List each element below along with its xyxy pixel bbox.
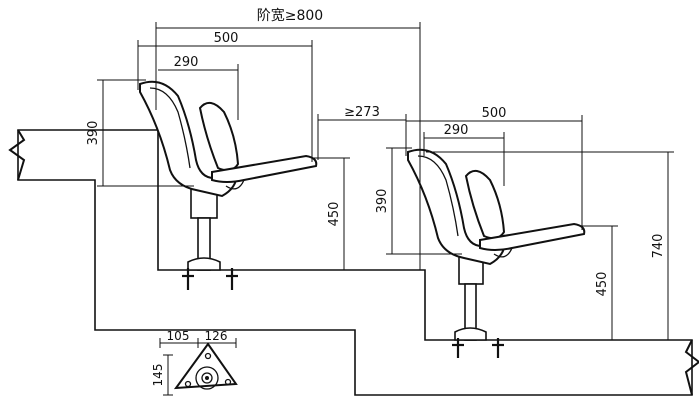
lower-seat-height-label: 450: [595, 272, 610, 297]
upper-seat-height-label: 450: [327, 202, 342, 227]
tread-width-label: 阶宽≥800: [257, 7, 323, 24]
upper-back-depth-label: 290: [174, 55, 199, 70]
upper-back-height-label: 390: [86, 121, 101, 146]
lower-seat: [407, 148, 586, 358]
concrete-steps: [8, 129, 699, 396]
clearance-label: ≥273: [344, 105, 380, 120]
lower-back-height-label: 390: [375, 189, 390, 214]
dimension-lines: [97, 22, 674, 341]
upper-seat: [139, 80, 318, 290]
base-height-label: 145: [151, 364, 165, 387]
triangular-base-detail: [159, 338, 238, 396]
lower-back-depth-label: 290: [444, 123, 469, 138]
lower-seat-depth-label: 500: [482, 106, 507, 121]
base-span-label: 126: [205, 329, 228, 343]
dimension-labels: 阶宽≥800 500 290 ≥273 500 290 390 450 390 …: [86, 7, 666, 386]
base-offset-label: 105: [167, 329, 190, 343]
upper-seat-depth-label: 500: [214, 31, 239, 46]
total-height-label: 740: [651, 234, 666, 259]
